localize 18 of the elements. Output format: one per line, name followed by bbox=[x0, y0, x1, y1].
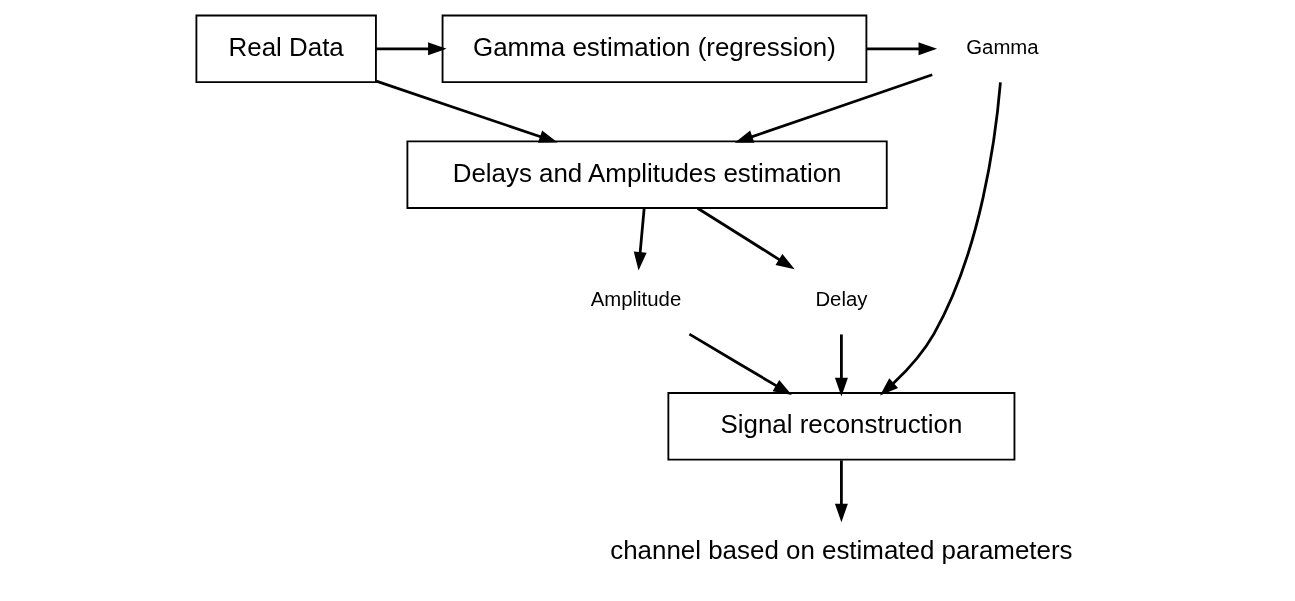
arrow bbox=[866, 42, 937, 56]
arrow bbox=[834, 460, 848, 523]
arrow bbox=[879, 82, 1002, 396]
arrow bbox=[375, 42, 447, 56]
node-text: Gamma bbox=[965, 35, 1039, 58]
node-box: Delays and Amplitudes estimation bbox=[405, 140, 888, 209]
node-box: Gamma estimation (regression) bbox=[441, 14, 867, 84]
node-text: Delay bbox=[814, 287, 867, 310]
arrow bbox=[375, 79, 558, 143]
arrow bbox=[688, 332, 792, 396]
node-box: Signal reconstruction bbox=[666, 392, 1015, 461]
arrow bbox=[734, 73, 933, 143]
node-box: Real Data bbox=[194, 14, 377, 84]
node-text: channel based on estimated parameters bbox=[609, 536, 1073, 565]
arrow bbox=[834, 334, 848, 397]
arrow bbox=[696, 207, 795, 270]
arrow bbox=[633, 208, 647, 271]
node-text: Amplitude bbox=[590, 287, 681, 310]
